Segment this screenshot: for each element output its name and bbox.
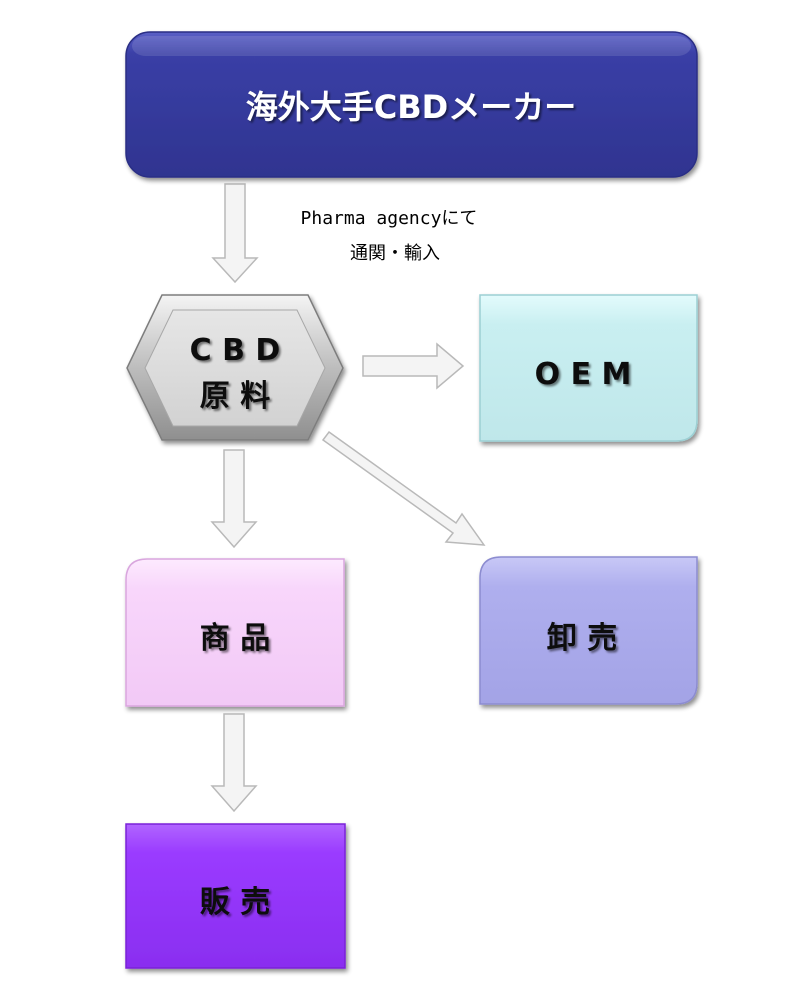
manufacturer-label: 海外大手CBDメーカー xyxy=(246,88,576,126)
manufacturer-box: 海外大手CBDメーカー xyxy=(125,31,698,178)
cbd-label-line2: 原 料 xyxy=(200,379,270,414)
arrow-down-manufacturer-to-cbd xyxy=(211,183,259,284)
oem-box: O E M xyxy=(479,294,698,442)
product-box: 商 品 xyxy=(125,558,345,707)
cbd-raw-material-hexagon: C B D 原 料 xyxy=(126,294,344,441)
oem-label: O E M xyxy=(535,357,632,392)
import-note-line1: Pharma agencyにて xyxy=(301,208,478,229)
retail-box: 販 売 xyxy=(125,823,346,969)
retail-label: 販 売 xyxy=(200,885,270,920)
arrow-down-product-to-retail xyxy=(210,713,258,813)
cbd-label-line1: C B D xyxy=(190,333,281,368)
wholesale-label: 卸 売 xyxy=(547,621,617,656)
arrows xyxy=(210,183,486,813)
import-note-line2: 通関・輸入 xyxy=(350,243,440,264)
arrow-diagonal-cbd-to-wholesale xyxy=(321,430,486,546)
import-note: Pharma agencyにて 通関・輸入 xyxy=(301,208,478,264)
arrow-down-cbd-to-product xyxy=(210,449,258,549)
product-label: 商 品 xyxy=(200,621,270,656)
arrow-right-cbd-to-oem xyxy=(362,342,465,390)
wholesale-box: 卸 売 xyxy=(479,556,698,705)
